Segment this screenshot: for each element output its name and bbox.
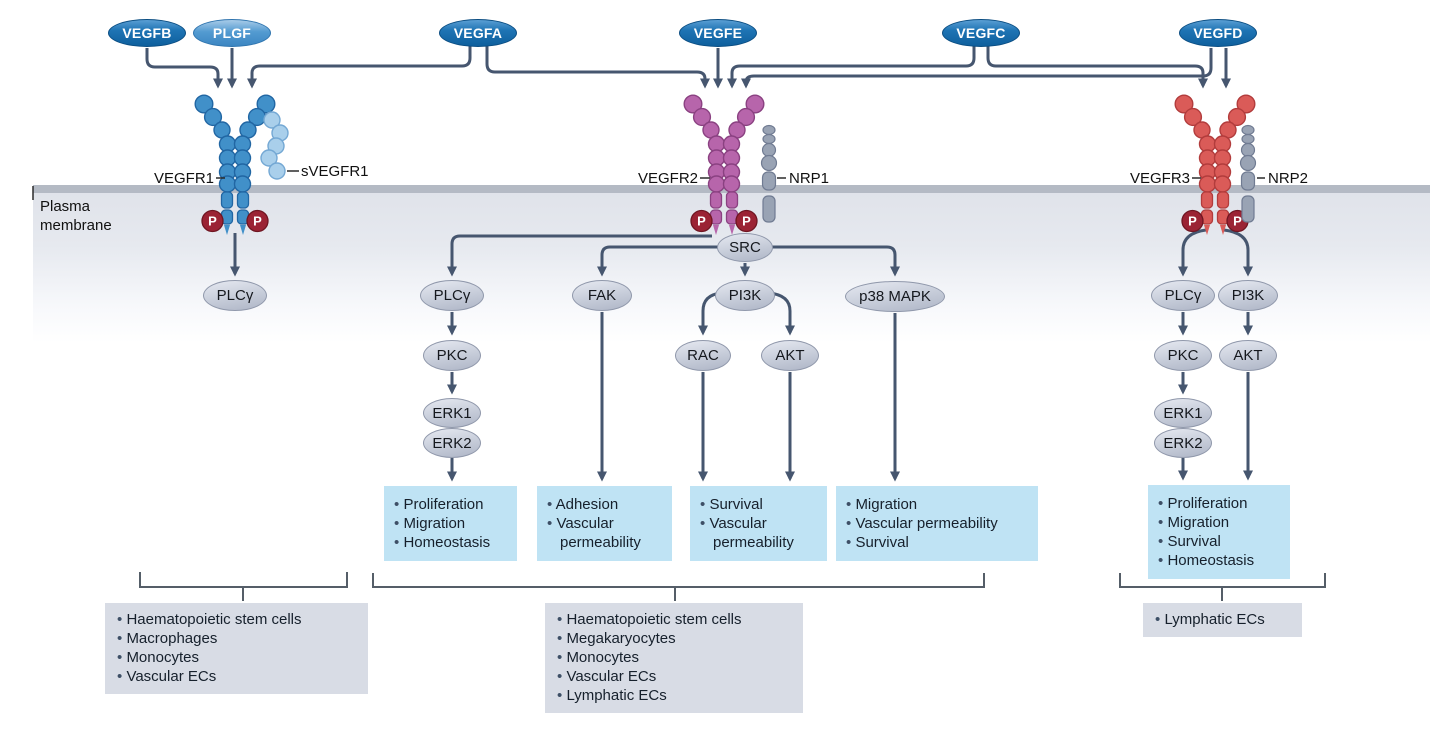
node-erk1-vegfr2: ERK1 (423, 398, 481, 428)
cell-type-item: • Monocytes (117, 649, 199, 666)
node-fak: FAK (572, 280, 632, 311)
label-svegfr1: sVEGFR1 (301, 163, 369, 180)
cell-type-item: • Lymphatic ECs (1155, 611, 1265, 628)
outcome-box-vegfr3: • Proliferation • Migration • Survival •… (1148, 485, 1290, 579)
outcome-item: • Adhesion (547, 496, 619, 513)
bullet-icon: • (547, 496, 553, 513)
bullet-icon: • (557, 611, 563, 628)
outcome-item: • Survival (700, 496, 763, 513)
group-brackets (139, 572, 1326, 601)
bullet-icon: • (394, 515, 400, 532)
label-vegfr1: VEGFR1 (153, 170, 214, 187)
signalling-arrows (229, 228, 1254, 482)
node-erk2-vegfr3: ERK2 (1154, 428, 1212, 458)
label-vegfr2: VEGFR2 (637, 170, 698, 187)
node-pi3k-vegfr3: PI3K (1218, 280, 1278, 311)
bullet-icon: • (557, 630, 563, 647)
node-rac: RAC (675, 340, 731, 371)
bullet-icon: • (557, 668, 563, 685)
cell-types-vegfr2: • Haematopoietic stem cells • Megakaryoc… (545, 603, 803, 713)
bullet-icon: • (557, 687, 563, 704)
outcome-box-pi3k: • Survival • Vascular permeability (690, 486, 827, 561)
bullet-icon: • (700, 496, 706, 513)
node-akt-vegfr2: AKT (761, 340, 819, 371)
node-pi3k-vegfr2: PI3K (715, 280, 775, 311)
cell-type-item: • Megakaryocytes (557, 630, 676, 647)
node-erk1-vegfr3: ERK1 (1154, 398, 1212, 428)
ligand-arrows (145, 46, 1232, 89)
node-pkc-vegfr2: PKC (423, 340, 481, 371)
svegfr1-molecule (260, 111, 289, 180)
bullet-icon: • (117, 611, 123, 628)
node-plcg-vegfr1: PLCγ (203, 280, 267, 311)
ligand-vegfe: VEGFE (679, 19, 757, 47)
outcome-item: • Migration (1158, 514, 1230, 531)
bullet-icon: • (117, 630, 123, 647)
node-pkc-vegfr3: PKC (1154, 340, 1212, 371)
outcome-item: • Migration (846, 496, 918, 513)
label-nrp1: NRP1 (789, 170, 830, 187)
outcome-item: • Homeostasis (1158, 552, 1255, 569)
label-vegfr3: VEGFR3 (1129, 170, 1190, 187)
vegfr1-receptor (194, 94, 276, 236)
outcome-box-vegfr2-plcg: • Proliferation • Migration • Homeostasi… (384, 486, 517, 561)
outcome-item: • Survival (1158, 533, 1221, 550)
outcome-item: • Vascular permeability (846, 515, 998, 532)
bullet-icon: • (846, 496, 852, 513)
outcome-item: • Proliferation (394, 496, 484, 513)
node-src: SRC (717, 233, 773, 262)
bullet-icon: • (394, 496, 400, 513)
ligand-plgf: PLGF (193, 19, 271, 47)
node-plcg-vegfr3: PLCγ (1151, 280, 1215, 311)
bullet-icon: • (117, 668, 123, 685)
bullet-icon: • (846, 515, 852, 532)
node-plcg-vegfr2: PLCγ (420, 280, 484, 311)
outcome-item: • Survival (846, 534, 909, 551)
cell-type-item: • Vascular ECs (557, 668, 657, 685)
bullet-icon: • (1158, 514, 1164, 531)
nrp1-coreceptor (761, 125, 777, 222)
cell-type-item: • Macrophages (117, 630, 218, 647)
bullet-icon: • (117, 649, 123, 666)
bullet-icon: • (547, 515, 553, 532)
outcome-item: • Vascular permeability (547, 515, 641, 551)
cell-types-vegfr3: • Lymphatic ECs (1143, 603, 1302, 637)
label-nrp2: NRP2 (1268, 170, 1309, 187)
bullet-icon: • (394, 534, 400, 551)
bullet-icon: • (1158, 495, 1164, 512)
node-akt-vegfr3: AKT (1219, 340, 1277, 371)
cell-types-vegfr1: • Haematopoietic stem cells • Macrophage… (105, 603, 368, 694)
outcome-item: • Homeostasis (394, 534, 491, 551)
outcome-item: • Migration (394, 515, 466, 532)
bullet-icon: • (700, 515, 706, 532)
plasma-membrane-label: Plasma membrane (40, 198, 112, 234)
node-erk2-vegfr2: ERK2 (423, 428, 481, 458)
node-p38-mapk: p38 MAPK (845, 281, 945, 312)
cell-type-item: • Lymphatic ECs (557, 687, 667, 704)
ligand-vegfb: VEGFB (108, 19, 186, 47)
ligand-vegfa: VEGFA (439, 19, 517, 47)
bullet-icon: • (557, 649, 563, 666)
cell-type-item: • Monocytes (557, 649, 639, 666)
label-connectors (32, 170, 1265, 200)
outcome-item: • Proliferation (1158, 495, 1248, 512)
nrp2-coreceptor (1240, 125, 1256, 222)
cell-type-item: • Haematopoietic stem cells (557, 611, 742, 628)
outcome-item: • Vascular permeability (700, 515, 794, 551)
cell-type-item: • Vascular ECs (117, 668, 217, 685)
vegfr2-receptor (683, 94, 765, 236)
outcome-box-p38: • Migration • Vascular permeability • Su… (836, 486, 1038, 561)
outcome-box-fak: • Adhesion • Vascular permeability (537, 486, 672, 561)
ligand-vegfd: VEGFD (1179, 19, 1257, 47)
bullet-icon: • (1158, 533, 1164, 550)
bullet-icon: • (1158, 552, 1164, 569)
ligand-vegfc: VEGFC (942, 19, 1020, 47)
bullet-icon: • (1155, 611, 1161, 628)
cell-type-item: • Haematopoietic stem cells (117, 611, 302, 628)
bullet-icon: • (846, 534, 852, 551)
